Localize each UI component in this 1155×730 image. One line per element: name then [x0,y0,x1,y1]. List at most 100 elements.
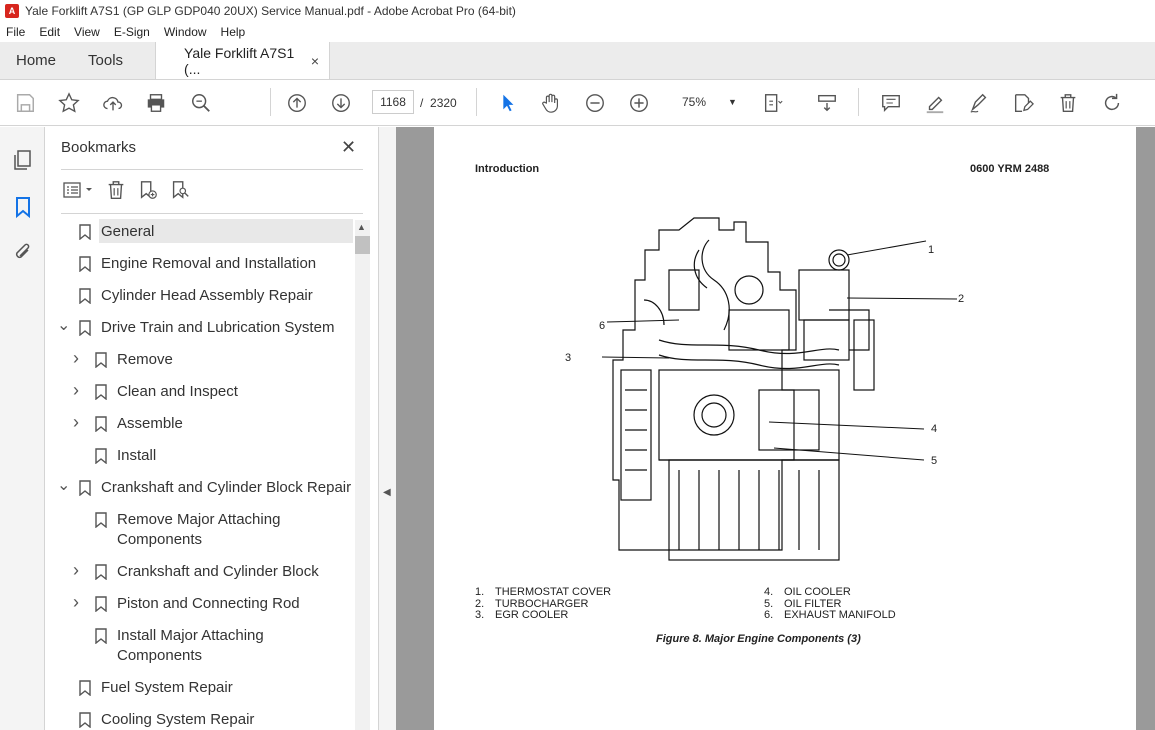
menu-window[interactable]: Window [163,25,207,39]
rotate-icon[interactable] [1099,90,1125,116]
bookmark-label-line2: Components [117,531,203,548]
previous-page-icon[interactable] [284,90,310,116]
bookmark-icon [79,712,91,729]
select-cursor-icon[interactable] [494,90,520,116]
bookmark-label-line2: Components [117,647,203,664]
find-zoom-icon[interactable] [188,90,214,116]
chevron-right-icon[interactable]: › [73,380,79,400]
bookmark-icon [79,224,91,241]
collapse-panel-icon[interactable]: ◀ [383,487,391,498]
tab-bar: Home Tools Yale Forklift A7S1 (... × [0,42,1155,80]
hand-tool-icon[interactable] [538,90,564,116]
bookmark-item[interactable]: ›Piston and Connecting Rod [45,591,353,623]
bookmark-icon [79,680,91,697]
save-icon[interactable] [12,90,38,116]
page-header-section: Introduction [475,163,540,175]
bookmark-icon [79,256,91,273]
page-number-input[interactable]: 1168 [372,90,414,114]
tab-document-label: Yale Forklift A7S1 (... [184,44,295,77]
legend-item-6: 6.EXHAUST MANIFOLD [764,609,896,621]
chevron-down-icon[interactable]: ⌄ [57,477,71,494]
close-tab-icon[interactable]: × [310,52,320,69]
callout-1: 1 [928,244,935,256]
star-icon[interactable] [56,90,82,116]
new-bookmark-icon[interactable] [135,177,161,203]
bookmark-item[interactable]: General [79,219,353,243]
bookmark-item[interactable]: Cylinder Head Assembly Repair [45,283,353,315]
title-bar: A Yale Forklift A7S1 (GP GLP GDP040 20UX… [0,0,1155,22]
upload-cloud-icon[interactable] [100,90,126,116]
bookmark-icon [95,352,107,369]
close-icon[interactable]: ✕ [341,137,357,157]
legend-item-5: 5.OIL FILTER [764,598,841,610]
delete-icon[interactable] [1055,90,1081,116]
edit-pdf-icon[interactable] [1010,90,1036,116]
callout-6: 6 [599,320,606,332]
chevron-right-icon[interactable]: › [73,412,79,432]
bookmark-icon [95,384,107,401]
tab-document[interactable]: Yale Forklift A7S1 (... × [155,42,331,79]
bookmark-item[interactable]: ›Assemble [45,411,353,443]
highlight-icon[interactable] [922,90,948,116]
bookmark-item[interactable]: ⌄Drive Train and Lubrication System [45,315,353,347]
legend-text: TURBOCHARGER [495,598,589,610]
legend-text: OIL COOLER [784,586,851,598]
legend-item-3: 3.EGR COOLER [475,609,568,621]
tab-home[interactable]: Home [16,52,57,69]
page-thumbnails-icon[interactable] [11,148,35,172]
scrollbar-thumb[interactable] [355,236,370,254]
bookmark-item[interactable]: ⌄ Crankshaft and Cylinder Block Repair [45,475,353,507]
bookmark-item[interactable]: Install [45,443,353,475]
bookmark-label: Crankshaft and Cylinder Block Repair [101,479,352,496]
bookmark-item[interactable]: ›Remove [45,347,353,379]
menu-help[interactable]: Help [220,25,246,39]
comment-icon[interactable] [878,90,904,116]
next-page-icon[interactable] [328,90,354,116]
bookmark-icon [79,320,91,337]
bookmark-icon [95,512,107,529]
bookmark-item[interactable]: Fuel System Repair [45,675,353,707]
bookmark-icon [95,416,107,433]
scroll-mode-icon[interactable] [814,90,840,116]
menu-file[interactable]: File [6,25,26,39]
menu-edit[interactable]: Edit [39,25,61,39]
menu-esign[interactable]: E-Sign [113,25,150,39]
draw-pen-icon[interactable] [966,90,992,116]
bookmark-item[interactable]: ›Crankshaft and Cylinder Block [45,559,353,591]
bookmark-item[interactable]: ›Clean and Inspect [45,379,353,411]
bookmark-icon [79,480,91,497]
bookmark-options-icon[interactable] [61,177,97,203]
bookmarks-panel-icon[interactable] [11,195,35,219]
legend-num: 2. [475,598,485,610]
bookmark-label: General [101,223,155,240]
zoom-out-icon[interactable] [582,90,608,116]
bookmark-search-icon[interactable] [167,177,193,203]
zoom-select[interactable]: 75% ▼ [670,90,738,114]
zoom-in-icon[interactable] [626,90,652,116]
bookmark-label: Remove Major Attaching [117,511,281,528]
page-separator: / [420,96,424,110]
chevron-down-icon[interactable]: ⌄ [57,317,71,334]
bookmark-label: Install [117,447,157,464]
panel-splitter[interactable] [378,127,396,730]
bookmark-item[interactable]: Cooling System Repair [45,707,353,730]
menu-view[interactable]: View [74,25,100,39]
bookmark-item[interactable]: Engine Removal and Installation [45,251,353,283]
bookmark-label: Cooling System Repair [101,711,255,728]
legend-text: EXHAUST MANIFOLD [784,609,896,621]
page-fit-icon[interactable] [760,90,786,116]
window-title: Yale Forklift A7S1 (GP GLP GDP040 20UX) … [25,4,516,18]
chevron-right-icon[interactable]: › [73,592,79,612]
legend-num: 4. [764,586,774,598]
tab-tools[interactable]: Tools [88,52,124,69]
scroll-up-icon[interactable]: ▲ [357,222,366,232]
print-icon[interactable] [143,90,169,116]
bookmarks-scrollbar[interactable] [355,220,370,730]
page-total-label: / 2320 [420,96,457,110]
delete-bookmark-icon[interactable] [103,177,129,203]
attachments-icon[interactable] [11,241,35,265]
chevron-right-icon[interactable]: › [73,560,79,580]
chevron-right-icon[interactable]: › [73,348,79,368]
